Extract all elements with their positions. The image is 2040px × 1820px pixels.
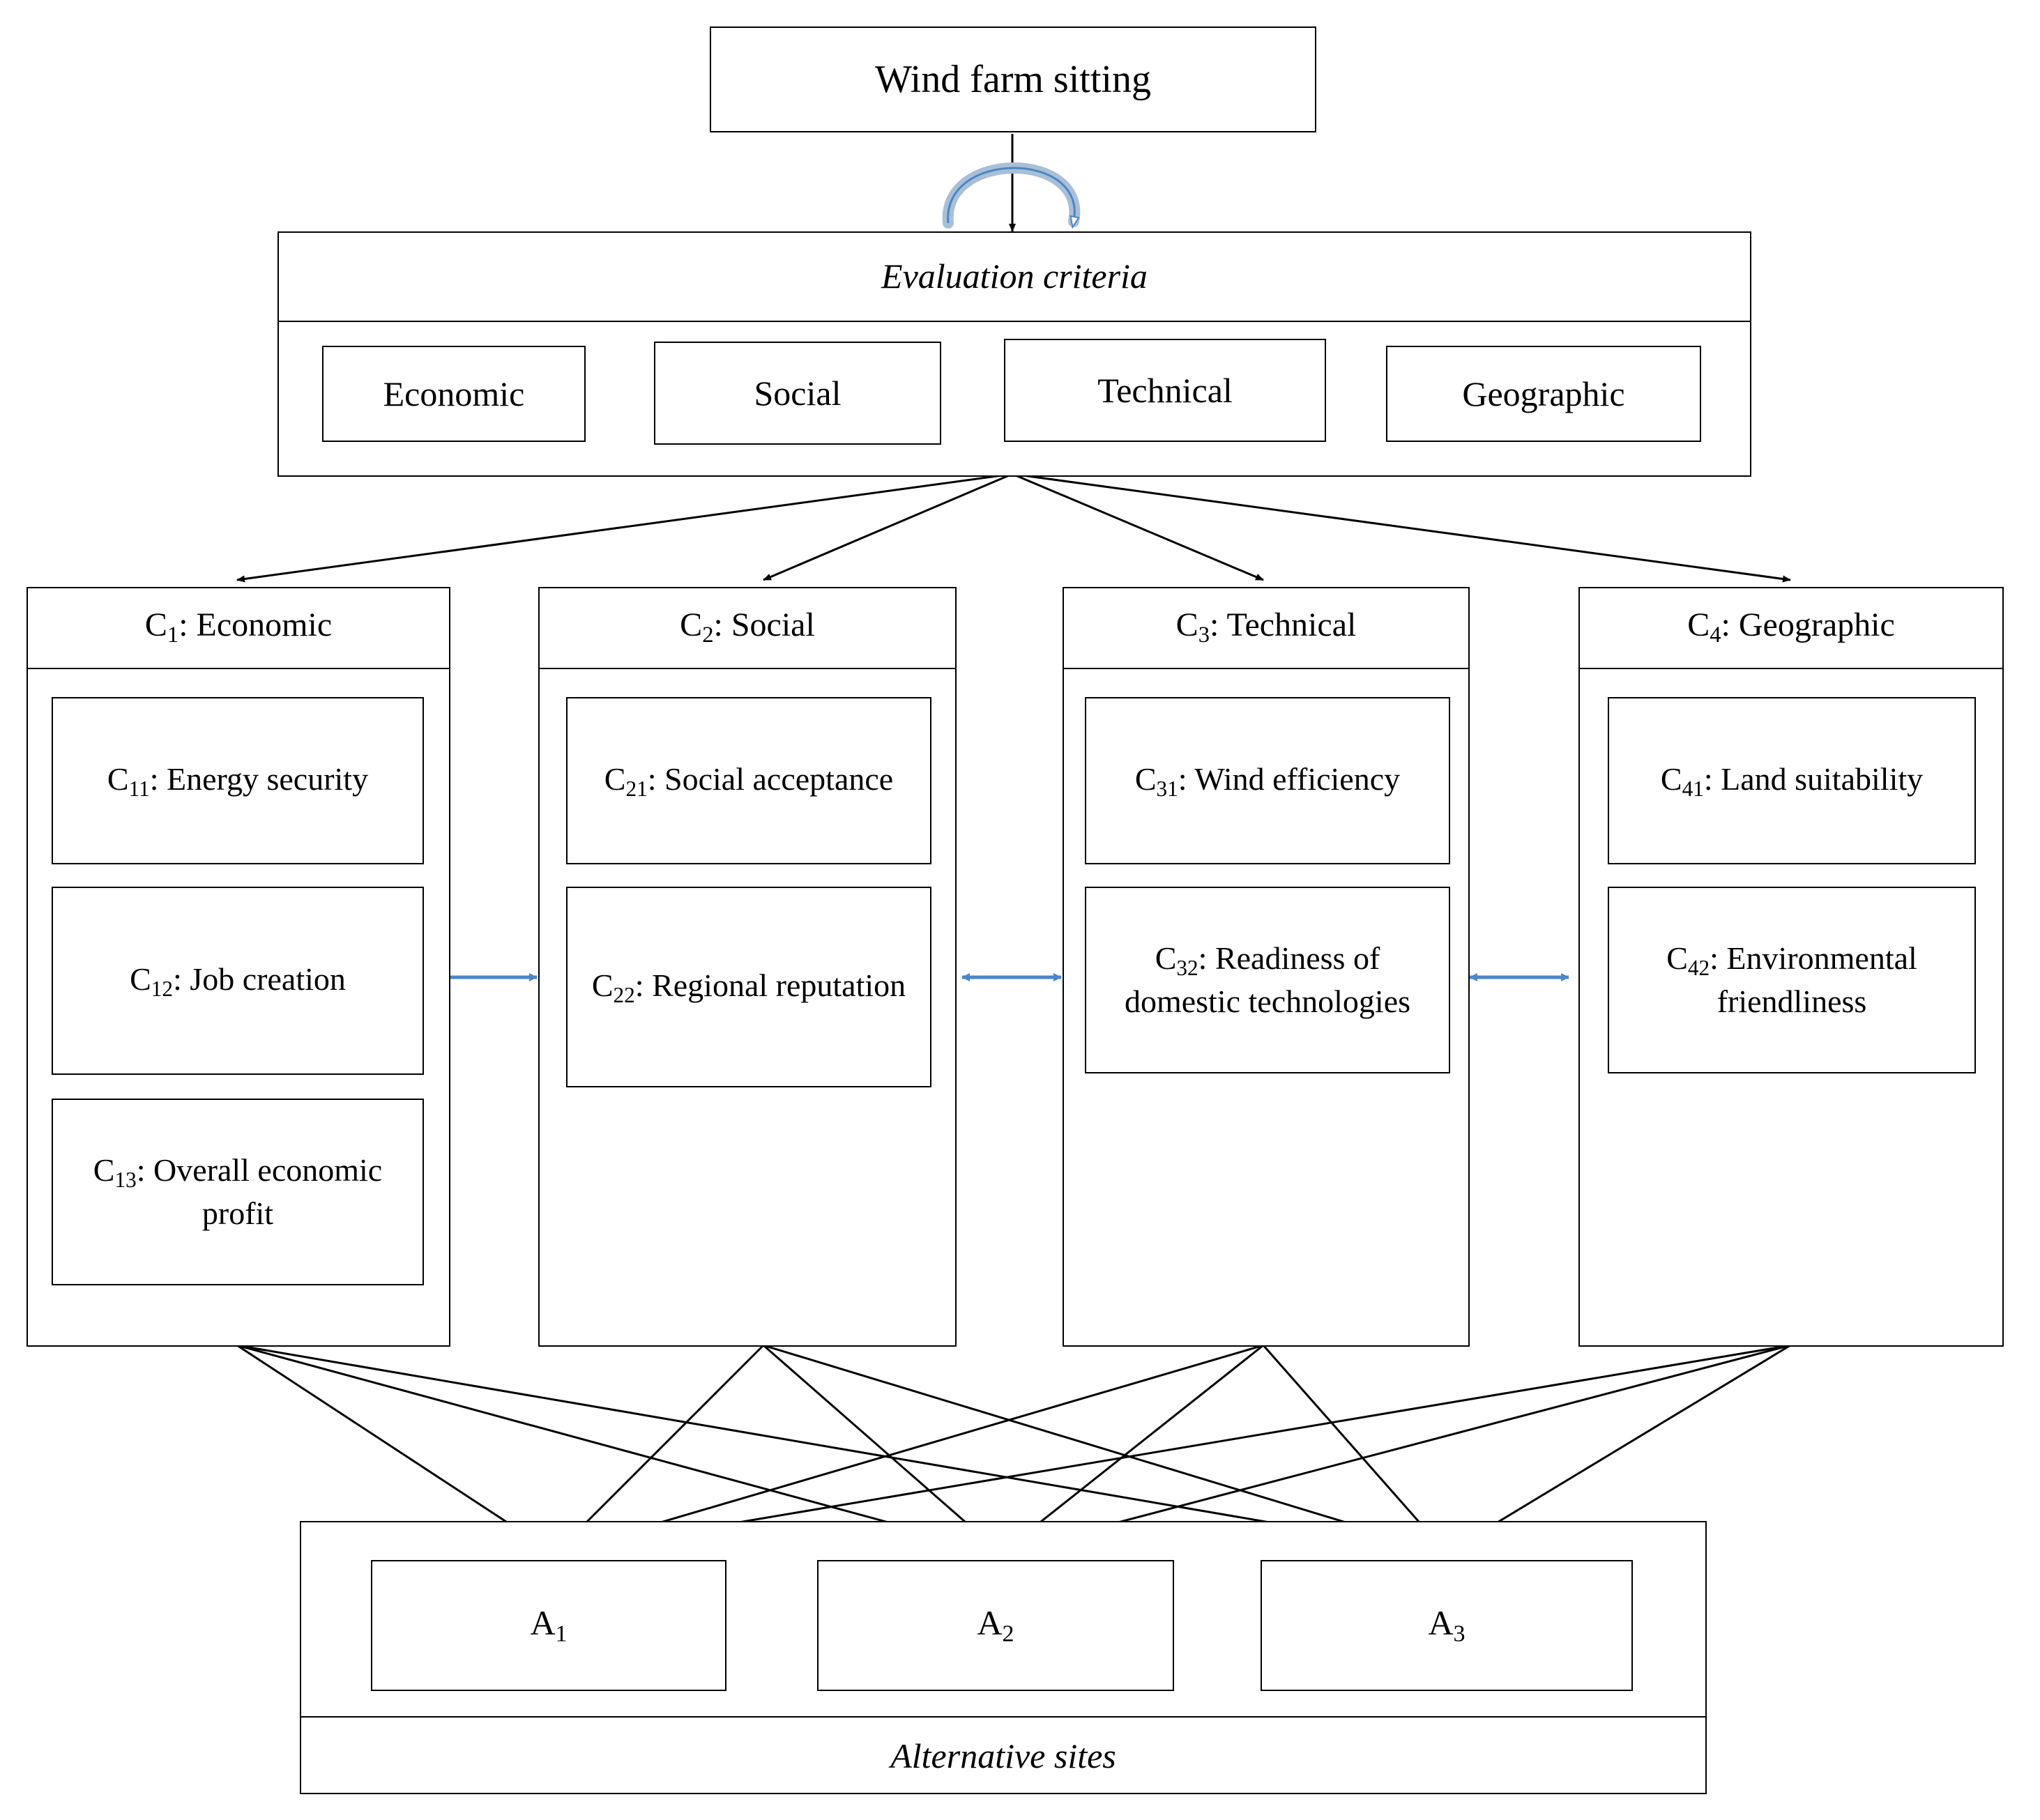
edge-c1-to-a3 <box>236 1344 1437 1554</box>
edge-c4-to-a2 <box>1009 1344 1791 1553</box>
subcriterion-c41[interactable]: C41: Land suitability <box>1608 697 1976 864</box>
criteria-item-technical[interactable]: Technical <box>1004 339 1326 442</box>
alternatives-footer-label: Alternative sites <box>890 1736 1116 1775</box>
subcriterion-c42[interactable]: C42: Environmental friendliness <box>1608 887 1976 1073</box>
edge-tech-to-c2 <box>763 473 1013 581</box>
edge-tech-to-c1 <box>236 473 1013 583</box>
subcriterion-c11[interactable]: C11: Energy security <box>52 697 424 864</box>
criteria-item-technical-label: Technical <box>1097 370 1233 410</box>
evaluation-criteria-header-label: Evaluation criteria <box>881 257 1148 296</box>
goal-box[interactable]: Wind farm sitting <box>710 26 1316 132</box>
criteria-item-social-label: Social <box>754 373 842 413</box>
goal-label: Wind farm sitting <box>875 58 1151 101</box>
feedback-loop-arc <box>942 162 1081 229</box>
cluster-c2-header-label: C2: Social <box>680 606 815 648</box>
subcriterion-c13-label: C13: Overall economic profit <box>93 1152 383 1232</box>
alternative-a3-label: A3 <box>1428 1603 1466 1647</box>
cluster-c4-header: C4: Geographic <box>1578 587 2004 669</box>
criteria-item-economic[interactable]: Economic <box>322 346 586 442</box>
cluster-c2-header: C2: Social <box>538 587 957 669</box>
subcriterion-c31[interactable]: C31: Wind efficiency <box>1085 697 1450 864</box>
subcriterion-c32[interactable]: C32: Readiness of domestic technologies <box>1085 887 1450 1073</box>
criteria-item-geographic[interactable]: Geographic <box>1386 346 1701 442</box>
subcriterion-c12[interactable]: C12: Job creation <box>52 887 424 1075</box>
subcriterion-c22[interactable]: C22: Regional reputation <box>566 887 931 1087</box>
subcriterion-c32-label: C32: Readiness of domestic technologies <box>1124 940 1411 1020</box>
edge-c2-to-a3 <box>763 1344 1440 1552</box>
alternatives-footer: Alternative sites <box>300 1716 1707 1794</box>
edge-c1-to-a2 <box>236 1344 994 1552</box>
edge-c3-to-a3 <box>1262 1345 1446 1552</box>
evaluation-criteria-header: Evaluation criteria <box>277 231 1751 322</box>
cluster-c4-header-label: C4: Geographic <box>1687 606 1895 648</box>
subcriterion-c42-label: C42: Environmental friendliness <box>1666 940 1917 1020</box>
subcriterion-c31-label: C31: Wind efficiency <box>1134 761 1401 801</box>
alternative-a3[interactable]: A3 <box>1261 1560 1633 1691</box>
edge-tech-to-c4 <box>1012 473 1791 583</box>
edge-c1-to-a1 <box>236 1344 551 1552</box>
subcriterion-c21[interactable]: C21: Social acceptance <box>566 697 931 864</box>
edge-c3-to-a2 <box>1003 1344 1264 1552</box>
edge-c3-to-a1 <box>563 1344 1264 1552</box>
edge-c2-to-a1 <box>556 1344 765 1552</box>
criteria-item-economic-label: Economic <box>383 374 525 413</box>
cluster-c3-header-label: C3: Technical <box>1175 606 1357 648</box>
alternative-a2[interactable]: A2 <box>817 1560 1174 1691</box>
subcriterion-c11-label: C11: Energy security <box>107 761 369 801</box>
alternative-a2-label: A2 <box>977 1603 1014 1647</box>
edge-c4-to-a1 <box>568 1344 1791 1554</box>
cluster-c1-header: C1: Economic <box>26 587 450 669</box>
criteria-item-geographic-label: Geographic <box>1462 374 1625 413</box>
subcriterion-c41-label: C41: Land suitability <box>1660 761 1924 801</box>
edge-tech-to-c3 <box>1012 473 1264 581</box>
alternative-a1-label: A1 <box>530 1603 568 1647</box>
feedback-loop-arc-outline <box>947 167 1075 223</box>
cluster-c1-header-label: C1: Economic <box>144 606 333 648</box>
subcriterion-c13[interactable]: C13: Overall economic profit <box>52 1099 424 1285</box>
cluster-c3-header: C3: Technical <box>1063 587 1470 669</box>
subcriterion-c12-label: C12: Job creation <box>130 961 346 1001</box>
edge-c2-to-a2 <box>763 1344 999 1552</box>
edge-c4-to-a3 <box>1449 1344 1791 1552</box>
criteria-item-social[interactable]: Social <box>654 342 941 445</box>
subcriterion-c21-label: C21: Social acceptance <box>604 761 894 801</box>
alternative-a1[interactable]: A1 <box>371 1560 726 1691</box>
subcriterion-c22-label: C22: Regional reputation <box>591 968 906 1007</box>
